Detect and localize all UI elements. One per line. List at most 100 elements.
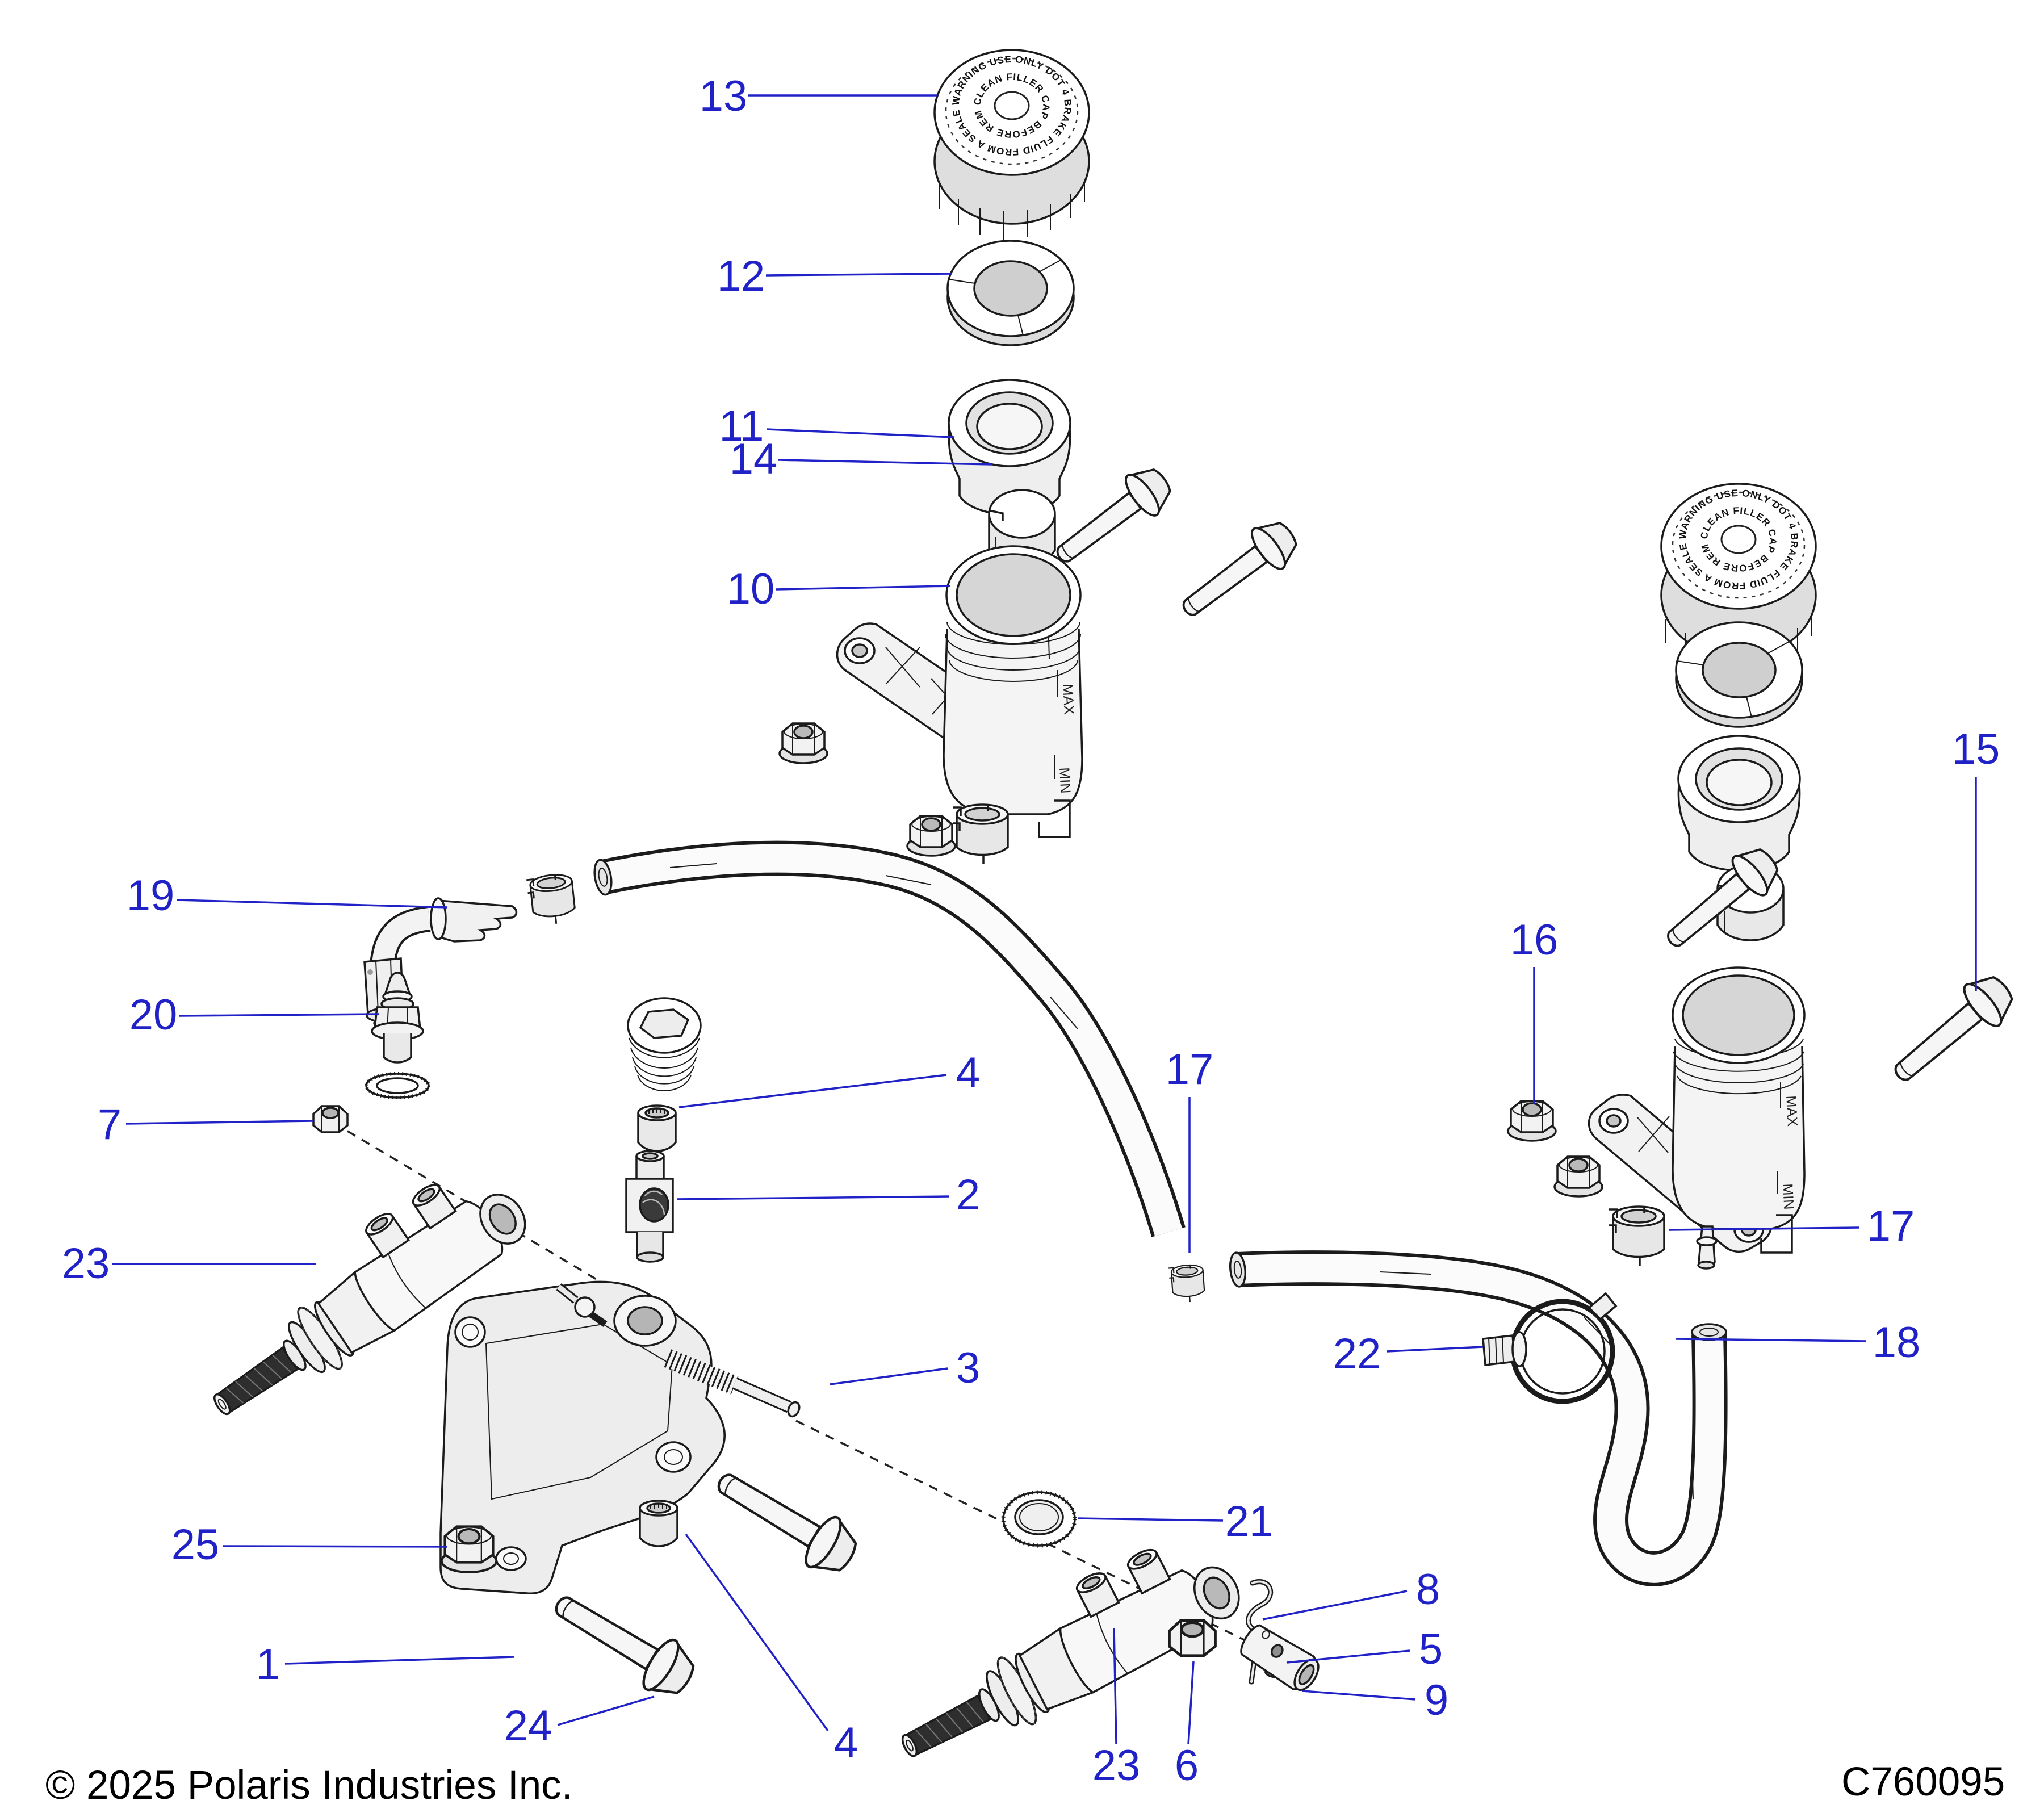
callout-13: 13: [700, 72, 748, 120]
cap-warning-inner-center: CLEAN FILLER CAP BEFORE REMOVING.: [0, 0, 1052, 140]
flange-nut-center-upper: [778, 722, 828, 764]
leader-8: [1262, 1590, 1408, 1621]
part-4-bushing-upper: [637, 1104, 677, 1152]
part-24-bolt-upper: [706, 1456, 865, 1582]
part-10-reservoir-center: MAX MIN: [836, 545, 1083, 852]
callout-17: 17: [1867, 1202, 1915, 1250]
part-20-fitting: [365, 972, 430, 1099]
min-mark-center: MIN: [1056, 767, 1073, 794]
max-mark-center: MAX: [1059, 684, 1077, 715]
leader-11: [766, 428, 954, 438]
leader-2: [676, 1195, 949, 1200]
leader-19: [176, 899, 448, 909]
part-15-bolt: [1882, 966, 2022, 1096]
leader-21: [1077, 1517, 1224, 1522]
part-25-flange-nut: [442, 1526, 497, 1572]
part-8-cotter-pin: [1246, 1579, 1274, 1685]
callout-19: 19: [127, 872, 175, 920]
callout-7: 7: [98, 1100, 122, 1149]
callout-20: 20: [129, 991, 178, 1039]
callout-8: 8: [1416, 1565, 1440, 1614]
leader-24: [557, 1695, 655, 1726]
callout-17: 17: [1166, 1045, 1214, 1094]
callout-3: 3: [956, 1344, 980, 1392]
callout-22: 22: [1333, 1330, 1381, 1378]
part-24-bolt-lower: [543, 1579, 702, 1705]
part-17-clamp-hose: [1167, 1263, 1206, 1304]
flange-nut-right-lower: [1553, 1155, 1603, 1198]
callout-6: 6: [1175, 1741, 1199, 1790]
callout-24: 24: [504, 1702, 552, 1750]
part-13-reservoir-cap-center: WARNING USE ONLY DOT 4 BRAKE FLUID FROM …: [0, 0, 1090, 241]
leader-1: [284, 1656, 514, 1665]
min-mark-right: MIN: [1779, 1183, 1796, 1210]
cap-warning-outer-right: WARNING USE ONLY DOT 4 BRAKE FLUID FROM …: [0, 0, 1800, 591]
leader-7: [125, 1120, 314, 1125]
callout-23: 23: [1092, 1741, 1141, 1790]
callout-25: 25: [171, 1521, 220, 1569]
callout-15: 15: [1952, 725, 2000, 773]
part-seal-boot-right: [1677, 735, 1801, 872]
part-9-clevis: [1240, 1624, 1320, 1691]
callout-9: 9: [1425, 1676, 1448, 1724]
max-mark-right: MAX: [1783, 1095, 1800, 1127]
part-4-bushing-lower: [639, 1500, 678, 1547]
part-17-clamp-right: [1608, 1205, 1665, 1267]
leader-18: [1676, 1338, 1866, 1342]
callout-18: 18: [1873, 1318, 1921, 1367]
leader-20: [179, 1013, 380, 1017]
callout-16: 16: [1510, 916, 1559, 964]
callout-labels: 1312111410192072325124423417162221181715…: [62, 72, 2000, 1790]
callout-4: 4: [956, 1049, 980, 1097]
callout-21: 21: [1225, 1497, 1274, 1546]
part-3-pushrod: [556, 1283, 801, 1418]
leader-17: [1669, 1226, 1859, 1231]
callout-14: 14: [730, 435, 778, 483]
part-cap-washer-right: [1675, 621, 1803, 728]
part-hex-plug: [627, 997, 702, 1091]
leader-3: [830, 1367, 948, 1385]
leader-6: [1187, 1661, 1195, 1745]
part-12-cap-washer-center: [946, 240, 1075, 346]
part-21-washer: [1001, 1490, 1077, 1548]
leader-4: [685, 1533, 829, 1732]
copyright-text: © 2025 Polaris Industries Inc.: [45, 1763, 572, 1808]
part-reservoir-cap-right: WARNING USE ONLY DOT 4 BRAKE FLUID FROM …: [0, 0, 1817, 675]
alignment-dash-lower: [795, 1420, 1317, 1676]
bolt-center-lower: [1170, 511, 1306, 632]
leader-12: [765, 273, 952, 277]
leader-9: [1302, 1690, 1416, 1701]
part-reservoir-right: MAX MIN: [1588, 966, 1806, 1270]
leader-4: [678, 1074, 947, 1108]
part-18-hose-right: [1229, 1250, 1728, 1586]
part-17-clamp-center: [952, 803, 1009, 865]
flange-nut-center-lower: [906, 815, 956, 857]
leader-25: [222, 1545, 448, 1548]
callout-1: 1: [256, 1640, 280, 1689]
bolt-center-upper: [1044, 458, 1180, 579]
callout-5: 5: [1419, 1625, 1443, 1673]
part-2-tee-fitting: [625, 1150, 674, 1263]
part-16-flange-nut: [1507, 1100, 1557, 1142]
callout-4: 4: [834, 1719, 858, 1767]
clamp-elbow-hose: [525, 872, 577, 927]
callout-2: 2: [956, 1171, 980, 1219]
part-6-jam-nut: [1170, 1621, 1216, 1656]
diagram-code: C760095: [1841, 1760, 2005, 1805]
callout-23: 23: [62, 1240, 110, 1288]
leader-5: [1286, 1649, 1410, 1664]
callout-11: 11: [719, 402, 764, 450]
leader-22: [1386, 1346, 1484, 1353]
part-1-bracket: [439, 1280, 726, 1595]
callout-10: 10: [727, 565, 775, 613]
leader-23: [1113, 1628, 1117, 1745]
cap-warning-outer-center: WARNING USE ONLY DOT 4 BRAKE FLUID FROM …: [0, 0, 1073, 157]
part-7-nut: [312, 1105, 349, 1133]
part-22-clamp-bolt: [1482, 1292, 1618, 1404]
callout-12: 12: [717, 252, 765, 300]
leader-14: [778, 459, 993, 466]
leader-10: [775, 585, 951, 591]
cap-warning-inner-right: CLEAN FILLER CAP BEFORE REMOVING.: [0, 0, 1778, 573]
